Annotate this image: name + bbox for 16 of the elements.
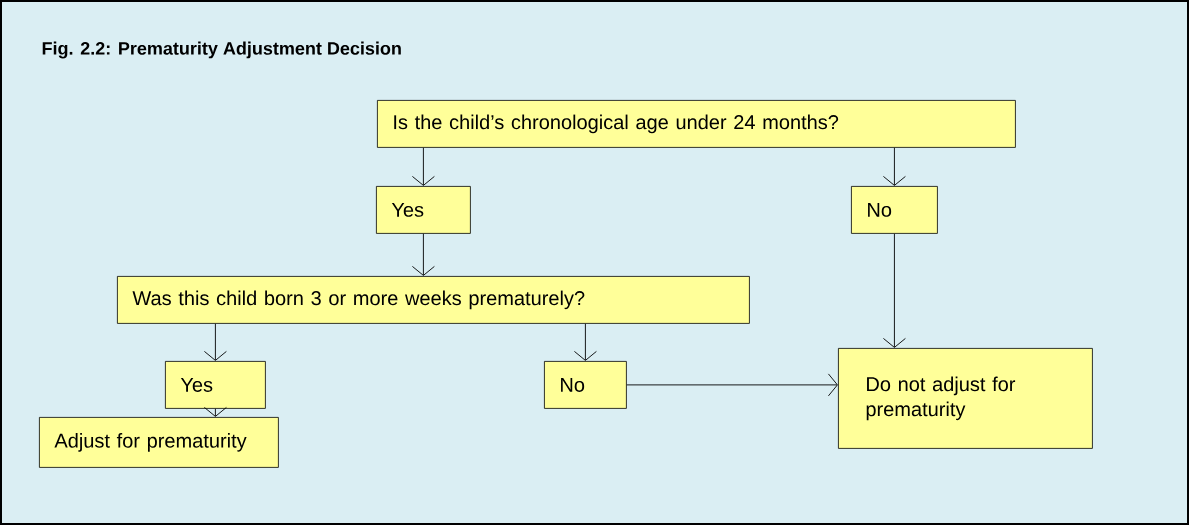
arrow bbox=[626, 373, 838, 397]
arrow bbox=[411, 233, 435, 276]
answer-box: No bbox=[851, 186, 938, 234]
arrow bbox=[203, 323, 227, 361]
question-box: Was this child born 3 or more weeks prematurely? bbox=[117, 276, 750, 324]
outcome-box: Adjust for prematurity bbox=[39, 417, 279, 468]
title: Fig. 2.2: Prematurity Adjustment Decision bbox=[42, 41, 401, 59]
arrow bbox=[882, 147, 906, 186]
question-box: Is the child’s chronological age under 24 months? bbox=[377, 100, 1016, 148]
outcome-box: Do not adjust for prematurity bbox=[838, 348, 1093, 449]
answer-box: Yes bbox=[165, 361, 266, 409]
answer-box: No bbox=[544, 361, 627, 409]
arrow bbox=[573, 323, 597, 361]
arrow bbox=[411, 147, 435, 186]
answer-box: Yes bbox=[376, 186, 471, 234]
arrow bbox=[882, 233, 906, 348]
